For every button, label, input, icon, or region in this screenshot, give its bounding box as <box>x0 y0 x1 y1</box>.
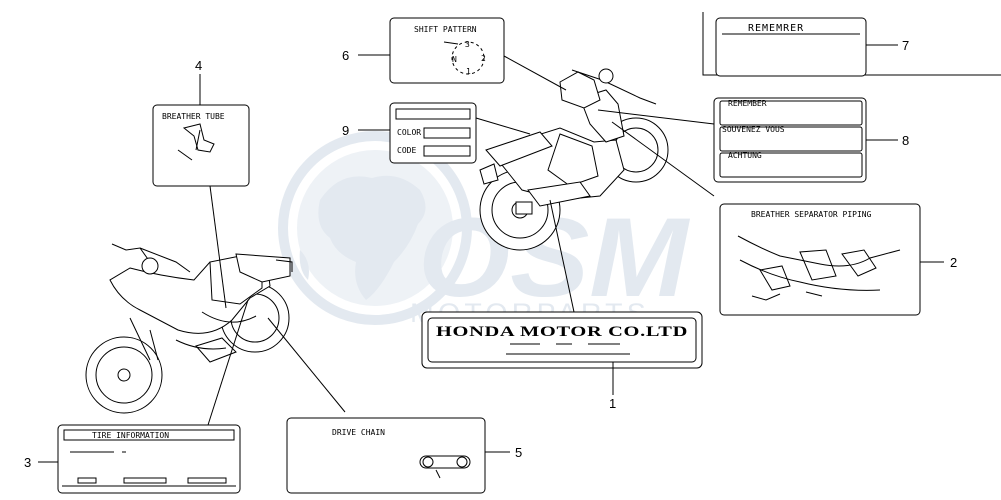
shift-pos-2: 2 <box>481 54 486 63</box>
code-label: CODE <box>397 146 416 155</box>
remember-row-2: SOUVENEZ VOUS <box>722 125 785 134</box>
label-color-code: COLOR CODE <box>389 102 477 164</box>
callout-2: 2 <box>950 255 957 270</box>
label-honda: HONDA MOTOR CO.LTD <box>421 311 703 369</box>
label-tire-information: TIRE INFORMATION <box>57 424 241 494</box>
label-breather-tube: BREATHER TUBE <box>152 104 250 187</box>
label-shift-pattern: SHIFT PATTERN 3 N 2 1 <box>389 17 505 84</box>
callouts: 1 2 3 4 5 6 7 8 9 <box>24 38 957 470</box>
callout-4: 4 <box>195 58 202 73</box>
honda-text: HONDA MOTOR CO.LTD <box>436 324 688 340</box>
watermark-globe <box>278 131 472 325</box>
shift-pos-1: 1 <box>466 67 471 76</box>
remember-single-title: REMEMRER <box>748 23 804 34</box>
breather-tube-title: BREATHER TUBE <box>162 112 225 121</box>
callout-5: 5 <box>515 445 522 460</box>
label-remember-multi: REMEMBER SOUVENEZ VOUS ACHTUNG <box>713 97 867 183</box>
drive-chain-title: DRIVE CHAIN <box>332 428 385 437</box>
motorcycle-right <box>479 68 669 251</box>
remember-row-1: REMEMBER <box>728 99 767 108</box>
breather-separator-title: BREATHER SEPARATOR PIPING <box>751 210 872 219</box>
callout-1: 1 <box>609 396 616 411</box>
color-label: COLOR <box>397 128 421 137</box>
tire-info-title: TIRE INFORMATION <box>92 431 169 440</box>
shift-pos-n: N <box>452 55 457 64</box>
remember-row-3: ACHTUNG <box>728 151 762 160</box>
label-breather-separator: BREATHER SEPARATOR PIPING <box>719 203 921 316</box>
callout-3: 3 <box>24 455 31 470</box>
label-drive-chain: DRIVE CHAIN <box>286 417 486 494</box>
shift-pos-3: 3 <box>465 40 470 49</box>
motorcycle-left <box>85 243 293 414</box>
callout-6: 6 <box>342 48 349 63</box>
shift-pattern-title: SHIFT PATTERN <box>414 25 477 34</box>
label-remember-single: REMEMRER <box>702 12 1001 77</box>
callout-9: 9 <box>342 123 349 138</box>
callout-8: 8 <box>902 133 909 148</box>
callout-7: 7 <box>902 38 909 53</box>
leader-lines <box>38 44 944 463</box>
